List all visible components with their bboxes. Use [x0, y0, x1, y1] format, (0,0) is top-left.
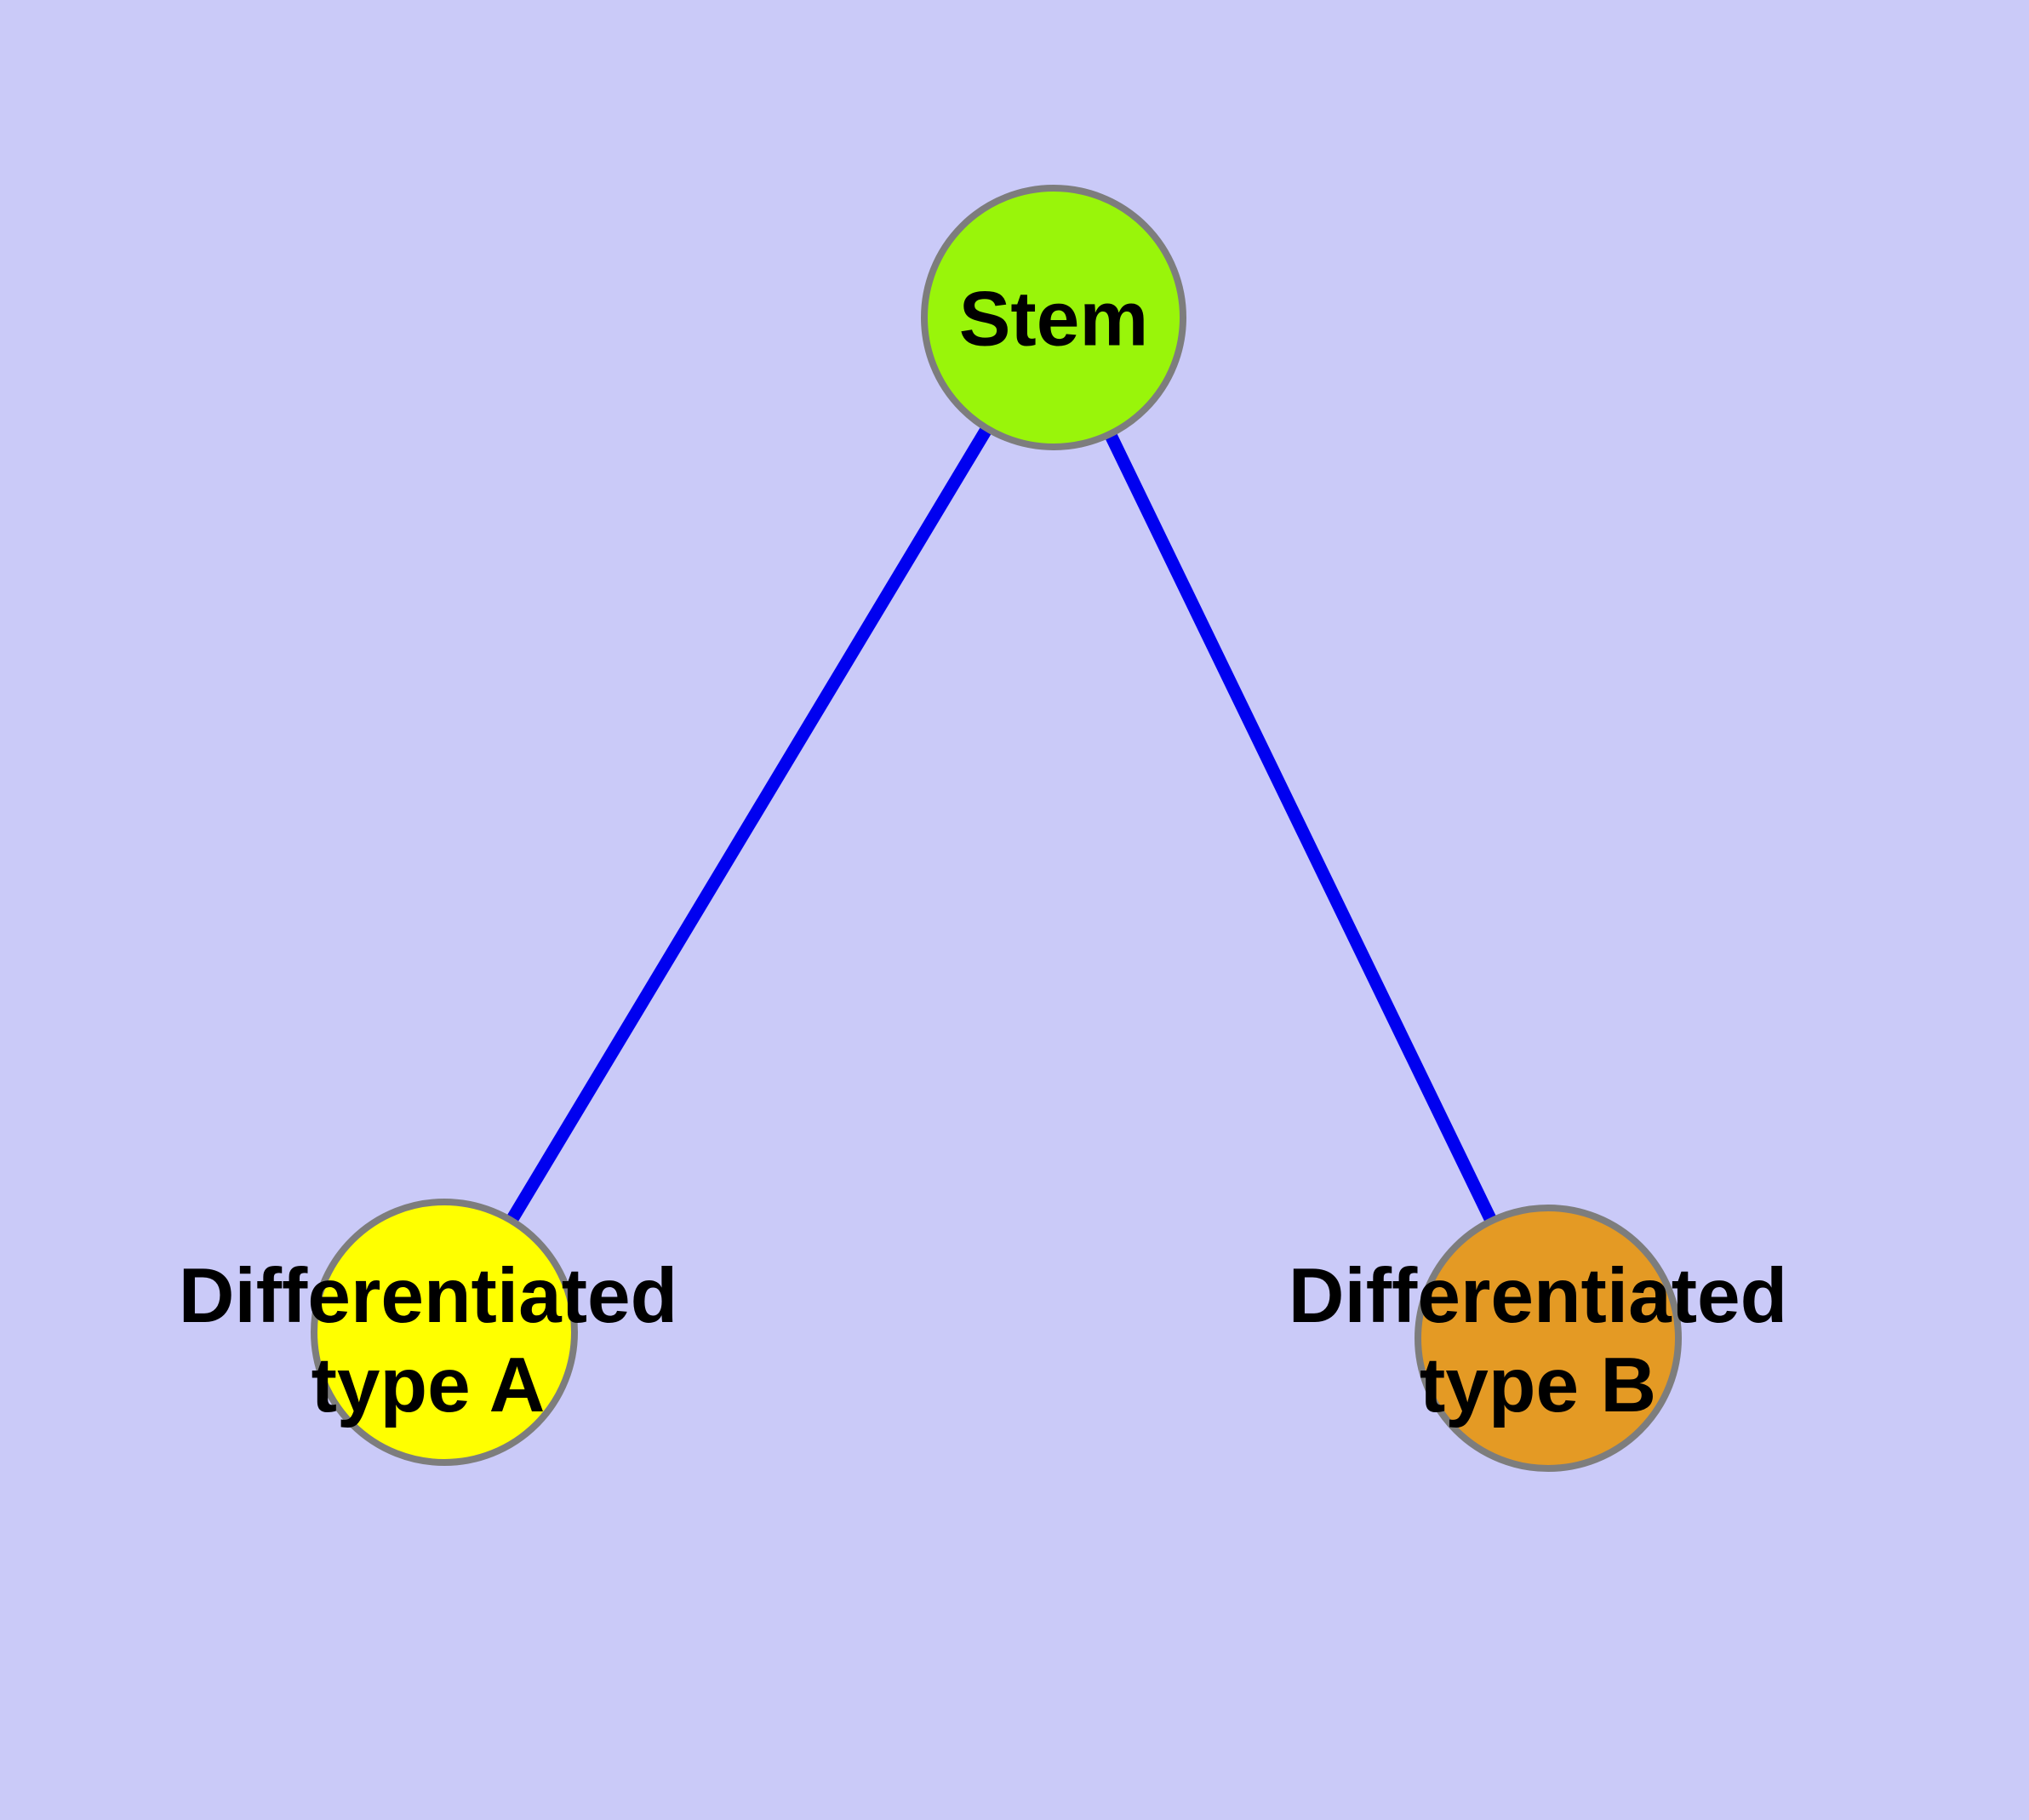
node-label-type-a-line-2: type A — [311, 1342, 546, 1428]
edge-stem-to-type-a — [438, 314, 1060, 1336]
node-label-stem-line: Stem — [958, 276, 1149, 363]
node-stem — [921, 185, 1186, 450]
node-label-type-b-line-1: Differentiated — [1288, 1253, 1788, 1339]
node-label-differentiated-type-a: Differentiated type A — [179, 1251, 678, 1430]
node-differentiated-type-a — [311, 1199, 578, 1466]
node-differentiated-type-b — [1415, 1205, 1682, 1472]
node-label-stem: Stem — [959, 275, 1149, 364]
edge-stem-to-type-b — [1048, 314, 1554, 1342]
node-label-type-b-line-2: type B — [1419, 1342, 1657, 1428]
node-label-differentiated-type-b: Differentiated type B — [1289, 1251, 1788, 1430]
node-label-type-a-line-1: Differentiated — [178, 1253, 678, 1339]
